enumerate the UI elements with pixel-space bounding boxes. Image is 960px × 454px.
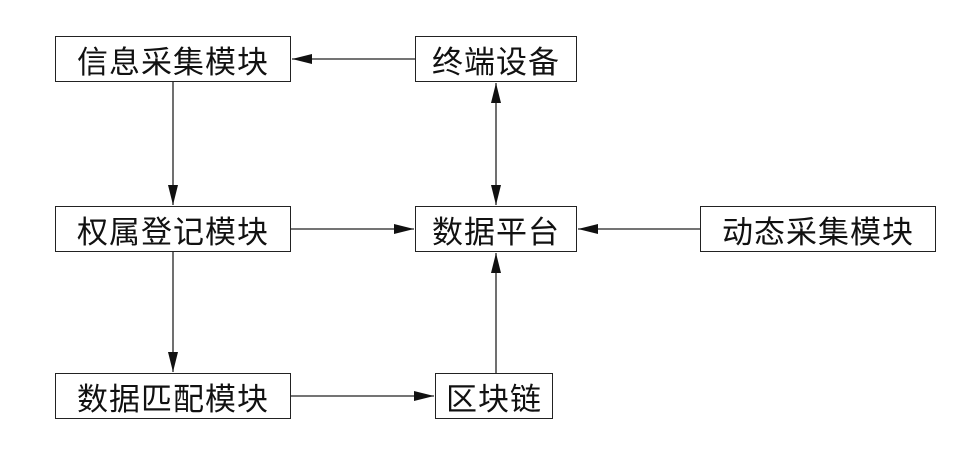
- node-dynamic-collection-module: 动态采集模块: [700, 206, 936, 252]
- node-info-collection-module: 信息采集模块: [55, 36, 291, 82]
- node-data-matching-module: 数据匹配模块: [55, 373, 291, 419]
- node-data-platform: 数据平台: [415, 206, 577, 252]
- node-blockchain: 区块链: [435, 373, 553, 419]
- node-ownership-registration-module: 权属登记模块: [55, 206, 291, 252]
- node-terminal-device: 终端设备: [415, 36, 577, 82]
